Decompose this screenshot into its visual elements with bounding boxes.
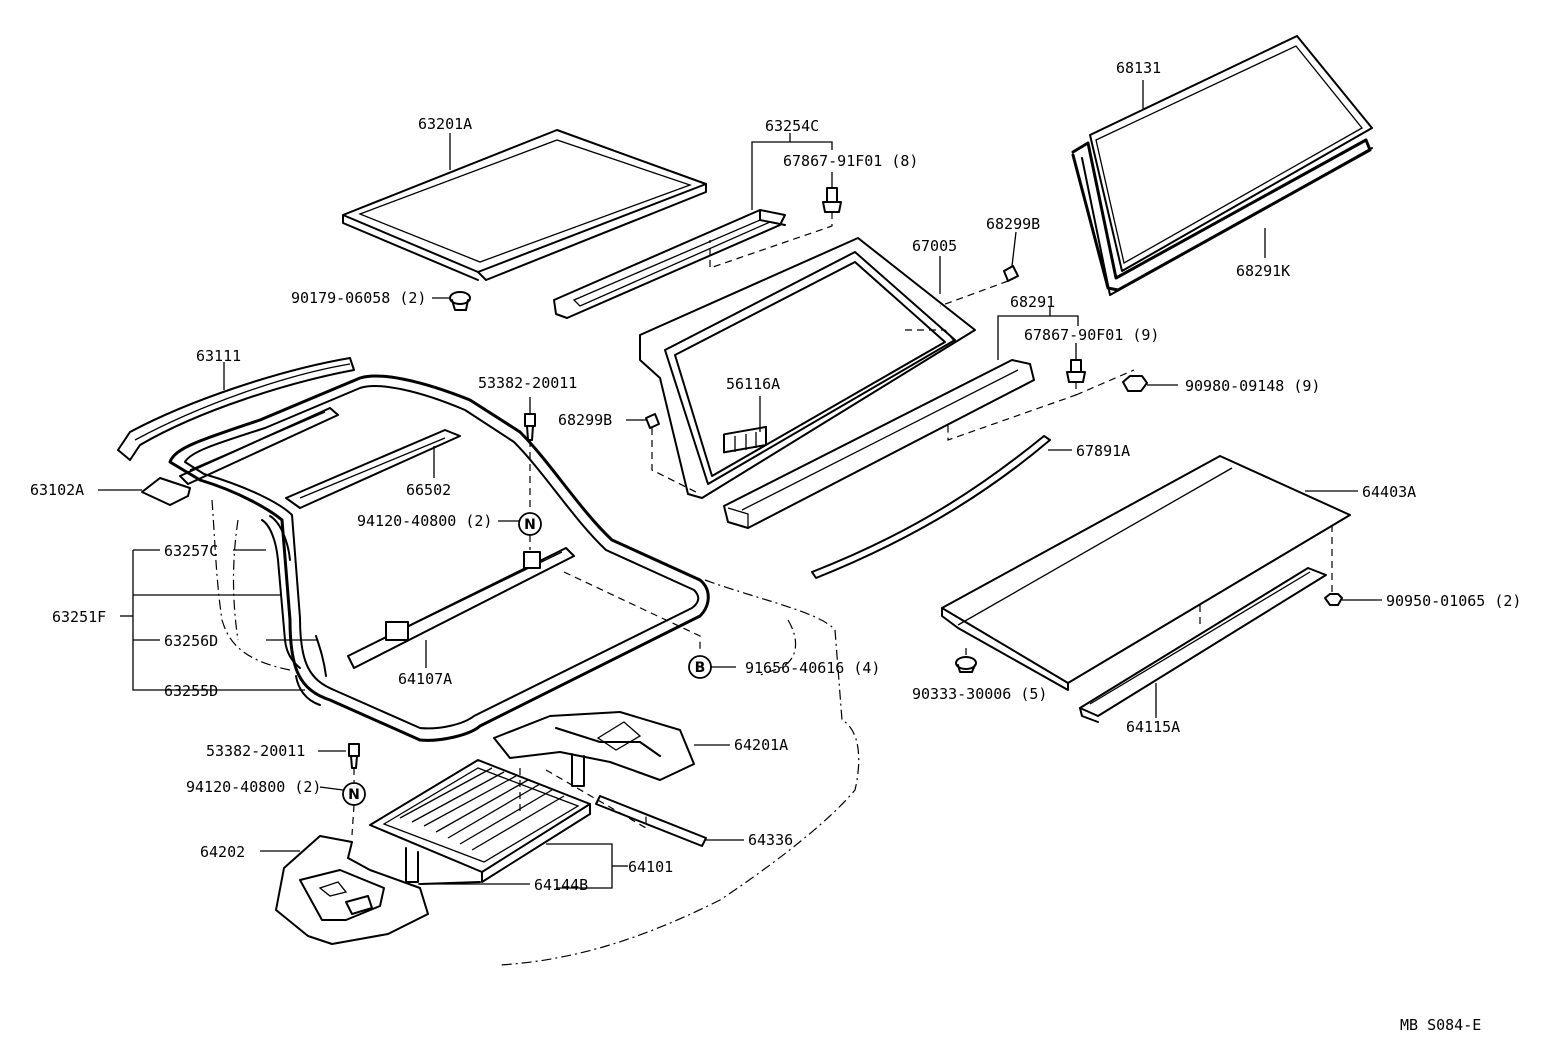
window-frame-part — [639, 237, 976, 499]
label-64403a: 64403A — [1362, 483, 1416, 501]
bracket-63102a-part — [98, 477, 191, 506]
header-rail-part — [553, 133, 833, 319]
label-64101: 64101 — [628, 858, 673, 876]
label-94120-40800-bottom: 94120-40800 (2) — [186, 778, 321, 796]
body-silhouette-outline — [211, 499, 860, 966]
label-63102a: 63102A — [30, 481, 84, 499]
rail-68291-part — [723, 307, 1079, 529]
label-67867-90f01: 67867-90F01 (9) — [1024, 326, 1159, 344]
diagram-code: MB S084-E — [1400, 1016, 1481, 1034]
label-68131: 68131 — [1116, 59, 1161, 77]
label-53382-20011-bottom: 53382-20011 — [206, 742, 305, 760]
roof-rail-63111-part — [117, 357, 355, 461]
roof-reinforcement-part — [179, 407, 339, 485]
label-63201a: 63201A — [418, 115, 472, 133]
label-64336: 64336 — [748, 831, 793, 849]
label-64115a: 64115A — [1126, 718, 1180, 736]
screw-67867-91f01-part — [709, 172, 842, 269]
label-63256d: 63256D — [164, 632, 218, 650]
bolt-b-symbol: B — [688, 655, 736, 679]
body-opening-seal-part — [168, 374, 710, 742]
label-56116a: 56116A — [726, 375, 780, 393]
floor-pan-64201a-part — [493, 711, 730, 787]
crossmember-64107a-part — [347, 547, 701, 669]
label-90950-01065: 90950-01065 (2) — [1386, 592, 1521, 610]
label-63251f: 63251F — [52, 608, 106, 626]
label-94120-40800-top: 94120-40800 (2) — [357, 512, 492, 530]
label-68299b-top: 68299B — [986, 215, 1040, 233]
label-66502: 66502 — [406, 481, 451, 499]
screw-53382-top-part — [524, 397, 536, 512]
group-63251f-leaders — [120, 549, 318, 691]
strip-64336-part — [595, 795, 744, 847]
label-63254c: 63254C — [765, 117, 819, 135]
screw-67867-90f01-part — [947, 343, 1135, 441]
label-63255d: 63255D — [164, 682, 218, 700]
back-glass-part — [1071, 35, 1373, 296]
label-68291: 68291 — [1010, 293, 1055, 311]
molding-67891a-part — [811, 435, 1072, 579]
clip-n-top-symbol: N — [498, 512, 542, 550]
clip-n-top-letter: N — [524, 517, 536, 533]
clip-n-bottom-symbol: N — [319, 782, 366, 836]
label-63111: 63111 — [196, 347, 241, 365]
nut-90950-part — [1324, 593, 1382, 606]
label-90179-06058: 90179-06058 (2) — [291, 289, 426, 307]
callout-labels: 63201A 63254C 67867-91F01 (8) 68131 6829… — [30, 59, 1521, 1034]
label-64107a: 64107A — [398, 670, 452, 688]
label-90333-30006: 90333-30006 (5) — [912, 685, 1047, 703]
rail-64115a-part — [1079, 567, 1327, 723]
pad-68299b-mid-part — [626, 413, 701, 495]
bolt-b-letter: B — [695, 660, 706, 676]
pad-68299b-top-part — [939, 231, 1019, 307]
floor-pan-64202-part — [260, 835, 429, 945]
label-64201a: 64201A — [734, 736, 788, 754]
screw-53382-bottom-part — [318, 743, 360, 782]
label-91656-40616: 91656-40616 (4) — [745, 659, 880, 677]
label-53382-20011-top: 53382-20011 — [478, 374, 577, 392]
label-68291k: 68291K — [1236, 262, 1290, 280]
label-67005: 67005 — [912, 237, 957, 255]
clip-90179-part — [432, 291, 471, 311]
plug-90333-part — [955, 648, 977, 673]
label-67891a: 67891A — [1076, 442, 1130, 460]
label-67867-91f01: 67867-91F01 (8) — [783, 152, 918, 170]
roof-panel-part — [342, 129, 707, 281]
reinforcement-66502-part — [285, 429, 461, 509]
clip-n-bottom-letter: N — [348, 787, 360, 803]
label-64144b: 64144B — [534, 876, 588, 894]
label-64202: 64202 — [200, 843, 245, 861]
nut-90980-part — [1122, 375, 1178, 392]
floor-tray-64101-part — [369, 759, 647, 889]
label-68299b-mid: 68299B — [558, 411, 612, 429]
trim-board-part — [941, 455, 1358, 691]
label-63257c: 63257C — [164, 542, 218, 560]
label-90980-09148: 90980-09148 (9) — [1185, 377, 1320, 395]
